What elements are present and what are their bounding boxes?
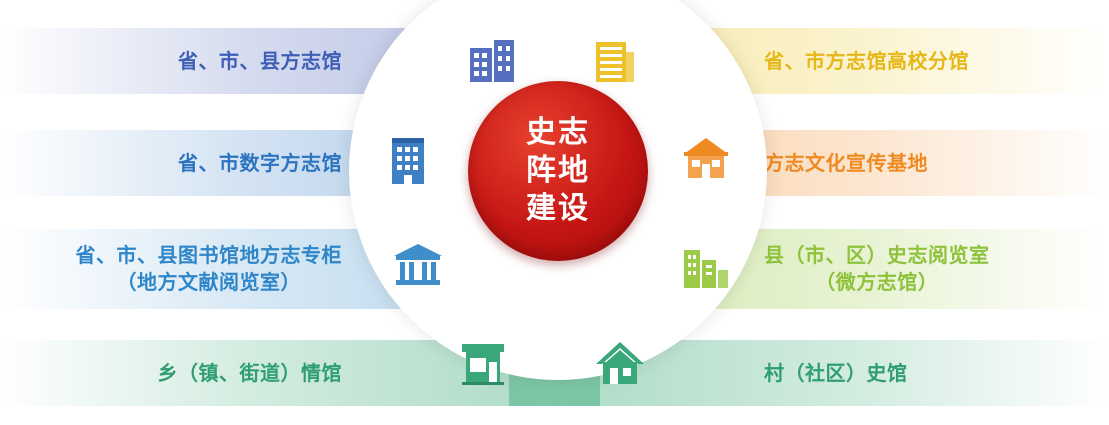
label-culture-base: 方志文化宣传基地 [764,150,928,177]
label-university-branch: 省、市方志馆高校分馆 [764,48,969,75]
label-library-cabinet: 省、市、县图书馆地方志专柜 （地方文献阅览室） [76,242,343,296]
label-township-hall: 乡（镇、街道）情馆 [158,360,343,387]
label-line: 方志文化宣传基地 [764,150,928,175]
label-provincial-county-museum: 省、市、县方志馆 [178,48,342,75]
label-line: 省、市、县方志馆 [178,48,342,73]
home-icon [596,342,644,384]
shop-icon [462,344,504,385]
label-line: 村（社区）史馆 [764,360,908,385]
label-digital-museum: 省、市数字方志馆 [178,150,342,177]
house-icon [684,138,728,178]
label-reading-room: 县（市、区）史志阅览室 （微方志馆） [764,242,990,296]
label-village-hall: 村（社区）史馆 [764,360,908,387]
tall-building-icon [392,138,424,184]
label-line: 省、市数字方志馆 [178,150,342,175]
label-line: 省、市方志馆高校分馆 [764,48,969,73]
center-core: 史志 阵地 建设 [468,81,648,261]
center-title-line: 史志 [526,115,590,150]
label-line: （地方文献阅览室） [116,270,301,294]
city-buildings-icon [684,250,728,288]
label-line: 乡（镇、街道）情馆 [157,360,342,385]
apartment-building-icon [596,42,634,82]
label-line: （微方志馆） [815,270,939,294]
library-icon [394,244,442,285]
label-line: 省、市、县图书馆地方志专柜 [75,243,342,267]
center-title-line: 建设 [526,191,590,226]
center-title-line: 阵地 [526,153,590,188]
office-building-icon [470,40,514,82]
label-line: 县（市、区）史志阅览室 [764,243,990,267]
